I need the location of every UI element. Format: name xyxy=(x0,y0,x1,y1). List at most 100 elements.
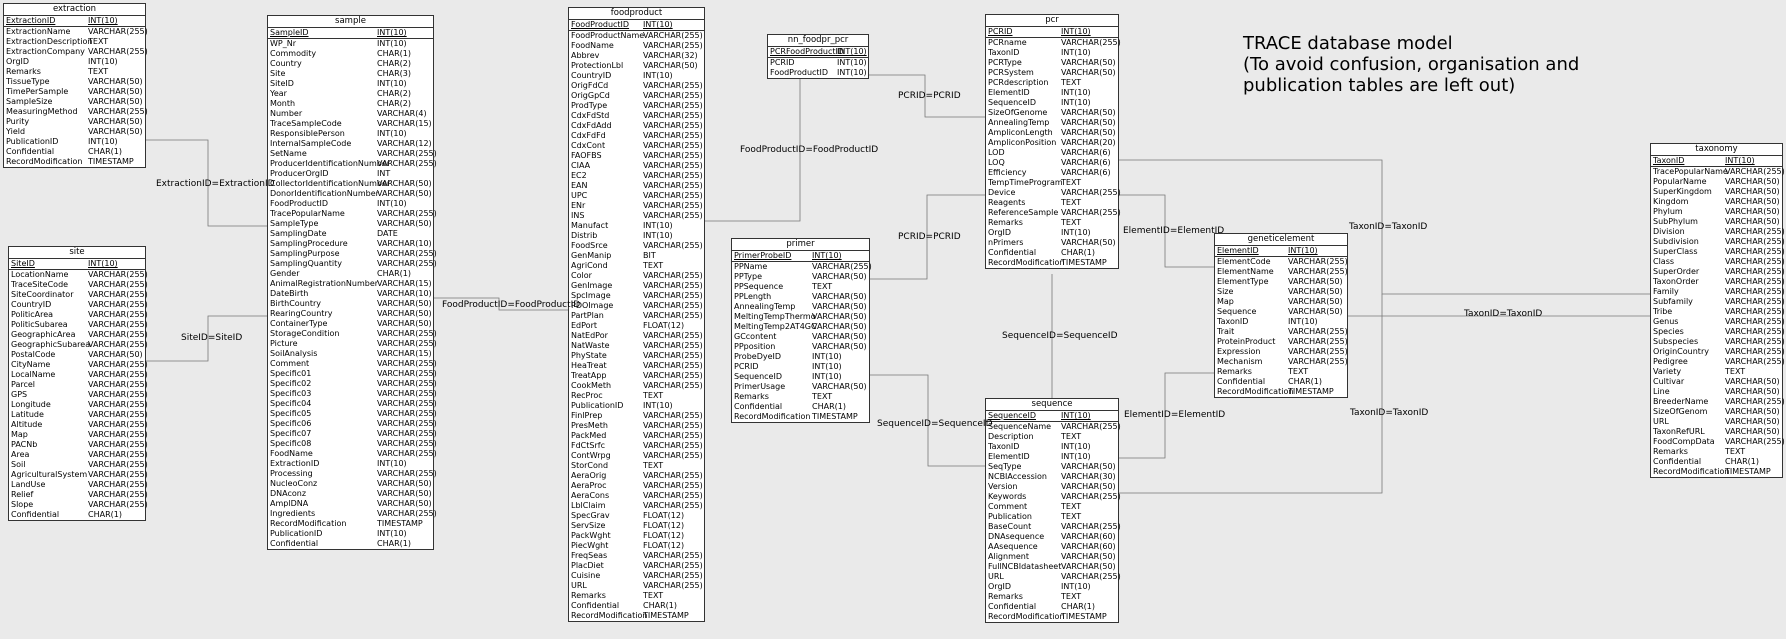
field-name: ElementCode xyxy=(1217,257,1271,266)
field-type: INT(10) xyxy=(643,401,673,410)
field-name: ResponsiblePerson xyxy=(270,129,345,138)
field-name: OrigGpCd xyxy=(571,91,610,100)
field-type: VARCHAR(255) xyxy=(377,509,437,518)
field-name: Soil xyxy=(11,460,26,469)
field-name: SuperClass xyxy=(1653,247,1698,256)
field-type: VARCHAR(255) xyxy=(377,149,437,158)
field-type: TEXT xyxy=(1288,367,1309,376)
field-type: VARCHAR(255) xyxy=(643,581,703,590)
field-name: Device xyxy=(988,188,1016,197)
field-type: VARCHAR(50) xyxy=(1725,387,1780,396)
field-name: SpecGrav xyxy=(571,511,610,520)
field-type: INT(10) xyxy=(1288,317,1318,326)
field-name: AeraProc xyxy=(571,481,607,490)
field-type: VARCHAR(255) xyxy=(643,201,703,210)
field-name: ElementName xyxy=(1217,267,1274,276)
field-type: VARCHAR(50) xyxy=(1725,187,1780,196)
field-name: ExtractionID xyxy=(6,16,56,25)
field-type: TIMESTAMP xyxy=(88,157,134,166)
field-name: RecordModification xyxy=(1217,387,1294,396)
field-type: INT(10) xyxy=(377,79,407,88)
field-name: Specific05 xyxy=(270,409,312,418)
field-name: Number xyxy=(270,109,303,118)
field-type: TEXT xyxy=(1725,367,1746,376)
field-type: TEXT xyxy=(1061,78,1082,87)
field-type: VARCHAR(255) xyxy=(1725,167,1785,176)
field-type: TEXT xyxy=(88,67,109,76)
field-name: PCRFoodProductID xyxy=(770,47,845,56)
field-type: VARCHAR(255) xyxy=(377,259,437,268)
field-name: SequenceID xyxy=(988,98,1036,107)
field-type: VARCHAR(255) xyxy=(1061,188,1121,197)
field-type: VARCHAR(255) xyxy=(1288,327,1348,336)
field-type: VARCHAR(50) xyxy=(812,342,867,351)
field-name: FoodSrce xyxy=(571,241,608,250)
relation-label: ElementID=ElementID xyxy=(1124,410,1226,420)
field-name: BreederName xyxy=(1653,397,1709,406)
field-name: LocalName xyxy=(11,370,56,379)
field-type: VARCHAR(255) xyxy=(643,351,703,360)
field-type: CHAR(2) xyxy=(377,99,411,108)
field-name: Remarks xyxy=(988,218,1023,227)
field-type: VARCHAR(255) xyxy=(643,81,703,90)
field-name: OriginCountry xyxy=(1653,347,1709,356)
field-type: VARCHAR(50) xyxy=(1061,68,1116,77)
field-type: VARCHAR(255) xyxy=(643,311,703,320)
field-type: INT(10) xyxy=(377,459,407,468)
field-type: VARCHAR(255) xyxy=(88,380,148,389)
field-name: FinlPrep xyxy=(571,411,603,420)
field-name: SamplingPurpose xyxy=(270,249,340,258)
field-name: INS xyxy=(571,211,585,220)
field-type: VARCHAR(255) xyxy=(643,301,703,310)
field-name: Latitude xyxy=(11,410,44,419)
field-name: FoodProductID xyxy=(770,68,829,77)
field-name: BirthCountry xyxy=(270,299,321,308)
field-name: RecordModification xyxy=(734,412,811,421)
field-type: VARCHAR(255) xyxy=(88,500,148,509)
field-name: ContainerType xyxy=(270,319,328,328)
field-name: TraceSiteCode xyxy=(11,280,69,289)
table-name: geneticelement xyxy=(1215,234,1347,246)
field-type: VARCHAR(255) xyxy=(643,411,703,420)
field-name: SizeOfGenome xyxy=(988,108,1048,117)
field-type: FLOAT(12) xyxy=(643,521,685,530)
field-type: INT(10) xyxy=(643,221,673,230)
field-type: VARCHAR(255) xyxy=(1288,267,1348,276)
field-type: VARCHAR(255) xyxy=(643,501,703,510)
field-type: VARCHAR(50) xyxy=(812,332,867,341)
field-type: CHAR(2) xyxy=(377,89,411,98)
field-name: OrgID xyxy=(988,228,1012,237)
field-type: VARCHAR(50) xyxy=(1061,462,1116,471)
field-name: FoodProductName xyxy=(571,31,645,40)
field-type: VARCHAR(255) xyxy=(1725,397,1785,406)
field-name: Purity xyxy=(6,117,30,126)
field-name: FoodCompData xyxy=(1653,437,1715,446)
